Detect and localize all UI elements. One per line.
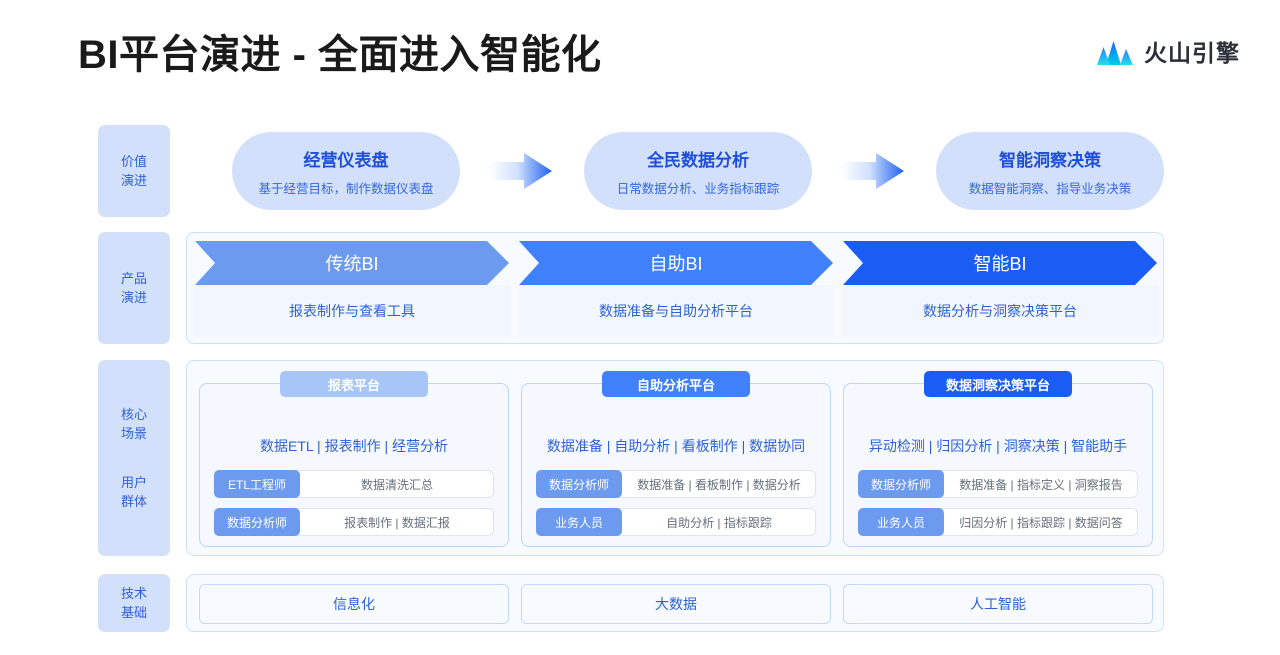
value-evolution-row: 价值演进 经营仪表盘 基于经营目标，制作数据仪表盘 全民数据分析 日常数据分析、… xyxy=(0,125,1280,217)
role-chip: 业务人员 xyxy=(536,508,622,536)
right-block-arrow-icon xyxy=(490,153,552,189)
tech-panel: 信息化 大数据 人工智能 xyxy=(186,574,1164,632)
role-row[interactable]: 业务人员 自助分析 | 指标跟踪 xyxy=(536,508,816,536)
core-scenario-list: 异动检测 | 归因分析 | 洞察决策 | 智能助手 xyxy=(868,438,1128,454)
tech-item-2[interactable]: 大数据 xyxy=(521,584,831,624)
role-row[interactable]: ETL工程师 数据清洗汇总 xyxy=(214,470,494,498)
core-card[interactable]: 异动检测 | 归因分析 | 洞察决策 | 智能助手 数据分析师 数据准备 | 指… xyxy=(843,383,1153,547)
right-block-arrow-icon xyxy=(842,153,904,189)
product-stage-chevron[interactable]: 自助BI xyxy=(519,241,833,285)
role-chip: ETL工程师 xyxy=(214,470,300,498)
tech-item-1[interactable]: 信息化 xyxy=(199,584,509,624)
core-scenario-row: 核心场景 用户群体 数据ETL | 报表制作 | 经营分析 ETL工程师 数据清… xyxy=(0,360,1280,556)
page-header: BI平台演进 - 全面进入智能化 火山引擎 xyxy=(0,0,1280,105)
product-stage-name: 智能BI xyxy=(973,254,1027,274)
product-stage-chevron[interactable]: 智能BI xyxy=(843,241,1157,285)
product-stage-1[interactable]: 传统BI 报表制作与查看工具 xyxy=(195,241,509,337)
volcano-mountain-icon xyxy=(1097,41,1133,65)
brand-name: 火山引擎 xyxy=(1144,40,1240,66)
core-platform-badge[interactable]: 数据洞察决策平台 xyxy=(924,371,1072,397)
tech-item-track: 信息化 大数据 人工智能 xyxy=(199,584,1153,624)
core-card[interactable]: 数据准备 | 自助分析 | 看板制作 | 数据协同 数据分析师 数据准备 | 看… xyxy=(521,383,831,547)
core-column-3: 异动检测 | 归因分析 | 洞察决策 | 智能助手 数据分析师 数据准备 | 指… xyxy=(843,371,1153,547)
role-list: 数据分析师 数据准备 | 指标定义 | 洞察报告 业务人员 归因分析 | 指标跟… xyxy=(858,470,1138,536)
row-label-text: 价值演进 xyxy=(120,154,147,188)
row-label-text-secondary: 用户群体 xyxy=(120,475,147,509)
role-tasks: 数据清洗汇总 xyxy=(292,470,494,498)
value-card-track: 经营仪表盘 基于经营目标，制作数据仪表盘 全民数据分析 日常数据分析、业务指标跟… xyxy=(232,125,1164,217)
role-tasks: 数据准备 | 指标定义 | 洞察报告 xyxy=(936,470,1138,498)
core-column-track: 数据ETL | 报表制作 | 经营分析 ETL工程师 数据清洗汇总 数据分析师 … xyxy=(199,371,1153,547)
product-stage-3[interactable]: 智能BI 数据分析与洞察决策平台 xyxy=(843,241,1157,337)
core-platform-badge[interactable]: 报表平台 xyxy=(280,371,428,397)
core-panel: 数据ETL | 报表制作 | 经营分析 ETL工程师 数据清洗汇总 数据分析师 … xyxy=(186,360,1164,556)
product-stage-subtitle: 报表制作与查看工具 xyxy=(195,285,509,337)
row-label-text: 核心场景 xyxy=(120,407,147,441)
value-card-title: 经营仪表盘 xyxy=(303,150,389,170)
arrow-gap-2 xyxy=(812,151,936,191)
role-row[interactable]: 数据分析师 报表制作 | 数据汇报 xyxy=(214,508,494,536)
product-panel: 传统BI 报表制作与查看工具 自助BI 数据准备与自助分析平台 智能BI 数据分… xyxy=(186,232,1164,344)
core-card[interactable]: 数据ETL | 报表制作 | 经营分析 ETL工程师 数据清洗汇总 数据分析师 … xyxy=(199,383,509,547)
value-card-1[interactable]: 经营仪表盘 基于经营目标，制作数据仪表盘 xyxy=(232,132,460,210)
product-stage-chevron[interactable]: 传统BI xyxy=(195,241,509,285)
tech-foundation-row: 技术基础 信息化 大数据 人工智能 xyxy=(0,574,1280,632)
product-stage-track: 传统BI 报表制作与查看工具 自助BI 数据准备与自助分析平台 智能BI 数据分… xyxy=(195,241,1157,337)
role-chip: 业务人员 xyxy=(858,508,944,536)
role-row[interactable]: 数据分析师 数据准备 | 看板制作 | 数据分析 xyxy=(536,470,816,498)
row-label-core-scenarios: 核心场景 用户群体 xyxy=(98,360,170,556)
role-tasks: 数据准备 | 看板制作 | 数据分析 xyxy=(614,470,816,498)
tech-item-3[interactable]: 人工智能 xyxy=(843,584,1153,624)
core-column-2: 数据准备 | 自助分析 | 看板制作 | 数据协同 数据分析师 数据准备 | 看… xyxy=(521,371,831,547)
value-card-subtitle: 日常数据分析、业务指标跟踪 xyxy=(616,181,780,196)
role-chip: 数据分析师 xyxy=(214,508,300,536)
value-card-3[interactable]: 智能洞察决策 数据智能洞察、指导业务决策 xyxy=(936,132,1164,210)
product-stage-subtitle: 数据准备与自助分析平台 xyxy=(519,285,833,337)
brand-logo: 火山引擎 xyxy=(1096,34,1240,68)
role-list: 数据分析师 数据准备 | 看板制作 | 数据分析 业务人员 自助分析 | 指标跟… xyxy=(536,470,816,536)
role-tasks: 归因分析 | 指标跟踪 | 数据问答 xyxy=(936,508,1138,536)
core-column-1: 数据ETL | 报表制作 | 经营分析 ETL工程师 数据清洗汇总 数据分析师 … xyxy=(199,371,509,547)
value-card-subtitle: 基于经营目标，制作数据仪表盘 xyxy=(258,181,434,196)
role-tasks: 报表制作 | 数据汇报 xyxy=(292,508,494,536)
value-card-title: 智能洞察决策 xyxy=(999,150,1101,170)
core-platform-badge[interactable]: 自助分析平台 xyxy=(602,371,750,397)
product-stage-name: 传统BI xyxy=(325,254,379,274)
role-list: ETL工程师 数据清洗汇总 数据分析师 报表制作 | 数据汇报 xyxy=(214,470,494,536)
value-card-subtitle: 数据智能洞察、指导业务决策 xyxy=(968,181,1132,196)
role-row[interactable]: 数据分析师 数据准备 | 指标定义 | 洞察报告 xyxy=(858,470,1138,498)
row-label-product-evolution: 产品演进 xyxy=(98,232,170,344)
product-evolution-row: 产品演进 传统BI 报表制作与查看工具 自助BI 数据准备与自助分析平台 智能B… xyxy=(0,232,1280,344)
product-stage-subtitle: 数据分析与洞察决策平台 xyxy=(843,285,1157,337)
core-scenario-list: 数据准备 | 自助分析 | 看板制作 | 数据协同 xyxy=(546,438,806,454)
row-label-text: 技术基础 xyxy=(120,586,147,620)
product-stage-2[interactable]: 自助BI 数据准备与自助分析平台 xyxy=(519,241,833,337)
row-label-text: 产品演进 xyxy=(120,271,147,305)
role-tasks: 自助分析 | 指标跟踪 xyxy=(614,508,816,536)
role-row[interactable]: 业务人员 归因分析 | 指标跟踪 | 数据问答 xyxy=(858,508,1138,536)
page-title: BI平台演进 - 全面进入智能化 xyxy=(78,33,602,77)
row-label-tech-foundation: 技术基础 xyxy=(98,574,170,632)
product-stage-name: 自助BI xyxy=(649,254,703,274)
core-scenario-list: 数据ETL | 报表制作 | 经营分析 xyxy=(260,438,448,454)
role-chip: 数据分析师 xyxy=(858,470,944,498)
arrow-gap-1 xyxy=(460,151,584,191)
row-label-value-evolution: 价值演进 xyxy=(98,125,170,217)
value-card-2[interactable]: 全民数据分析 日常数据分析、业务指标跟踪 xyxy=(584,132,812,210)
value-card-title: 全民数据分析 xyxy=(647,150,749,170)
role-chip: 数据分析师 xyxy=(536,470,622,498)
